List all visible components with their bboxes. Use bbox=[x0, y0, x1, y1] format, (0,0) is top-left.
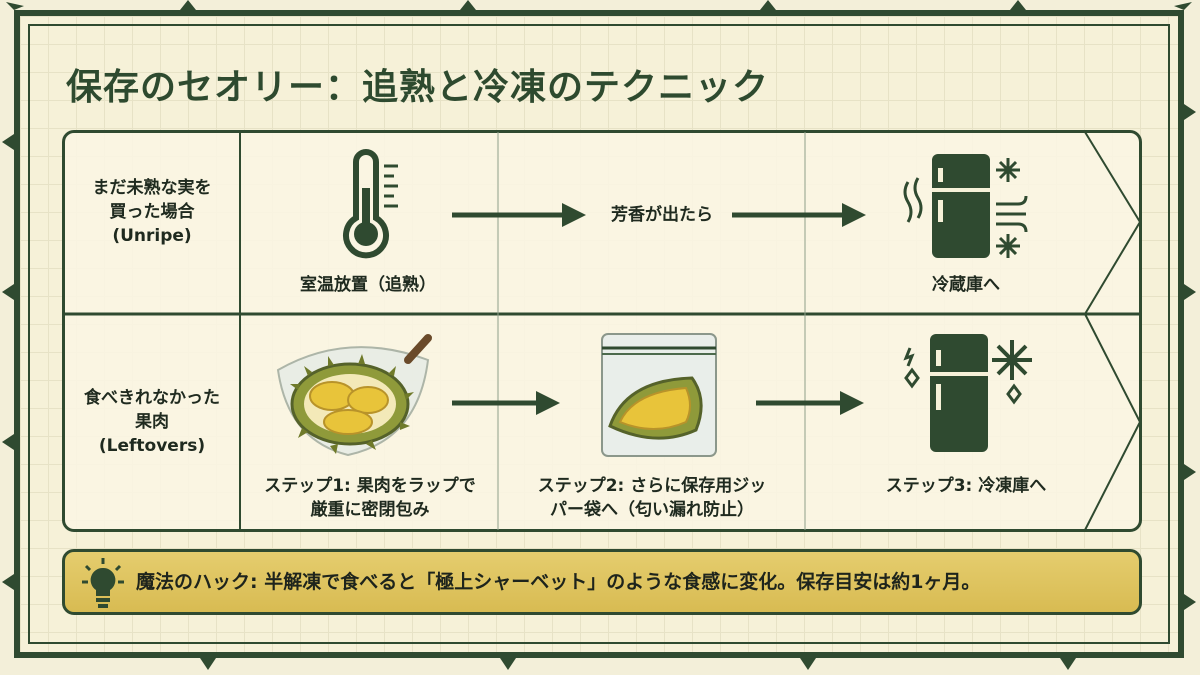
arrow-icon bbox=[732, 203, 866, 227]
row-label-line: 買った場合 bbox=[109, 202, 195, 222]
arrow-icon bbox=[756, 391, 864, 415]
step3-freezer: ステップ3: 冷凍庫へ bbox=[885, 476, 1047, 496]
step1-wrap: ステップ1: 果肉をラップで 厳重に密閉包み bbox=[244, 474, 496, 522]
caption-line: 厳重に密閉包み bbox=[310, 500, 430, 520]
lightbulb-icon bbox=[82, 558, 124, 608]
caption-line: パー袋へ（匂い漏れ防止） bbox=[550, 500, 754, 520]
caption-line: ステップ2: さらに保存用ジッ bbox=[537, 476, 767, 496]
row-label-leftovers: 食べきれなかった 果肉 (Leftovers) bbox=[64, 386, 240, 458]
durian-icon bbox=[276, 334, 432, 457]
row-label-unripe: まだ未熟な実を 買った場合 (Unripe) bbox=[64, 176, 240, 248]
arrow-icon bbox=[452, 203, 586, 227]
page-title: 保存のセオリー：追熟と冷凍のテクニック bbox=[66, 67, 770, 108]
frame-inner-border bbox=[28, 24, 1170, 644]
tip-text: 魔法のハック: 半解凍で食べると「極上シャーベット」のような食感に変化。保存目安… bbox=[136, 571, 981, 593]
arrow-icon bbox=[452, 391, 560, 415]
caption-line: ステップ1: 果肉をラップで bbox=[264, 476, 476, 496]
step-aroma: 芳香が出たら bbox=[611, 205, 713, 225]
thermometer-icon bbox=[343, 149, 398, 259]
row-label-line: (Unripe) bbox=[112, 226, 192, 246]
row-label-line: まだ未熟な実を bbox=[92, 178, 212, 198]
zipper-bag-icon bbox=[601, 333, 717, 457]
row-label-line: 果肉 bbox=[135, 412, 169, 432]
step-fridge: 冷蔵庫へ bbox=[932, 275, 1000, 295]
tip-bar bbox=[62, 549, 1142, 615]
fridge-icon bbox=[903, 154, 1028, 258]
row-label-line: 食べきれなかった bbox=[84, 388, 220, 408]
step-room-temp: 室温放置（追熟） bbox=[300, 275, 436, 295]
freezer-icon bbox=[903, 334, 1032, 452]
step2-bag: ステップ2: さらに保存用ジッ パー袋へ（匂い漏れ防止） bbox=[512, 474, 792, 522]
row-label-line: (Leftovers) bbox=[98, 436, 206, 456]
